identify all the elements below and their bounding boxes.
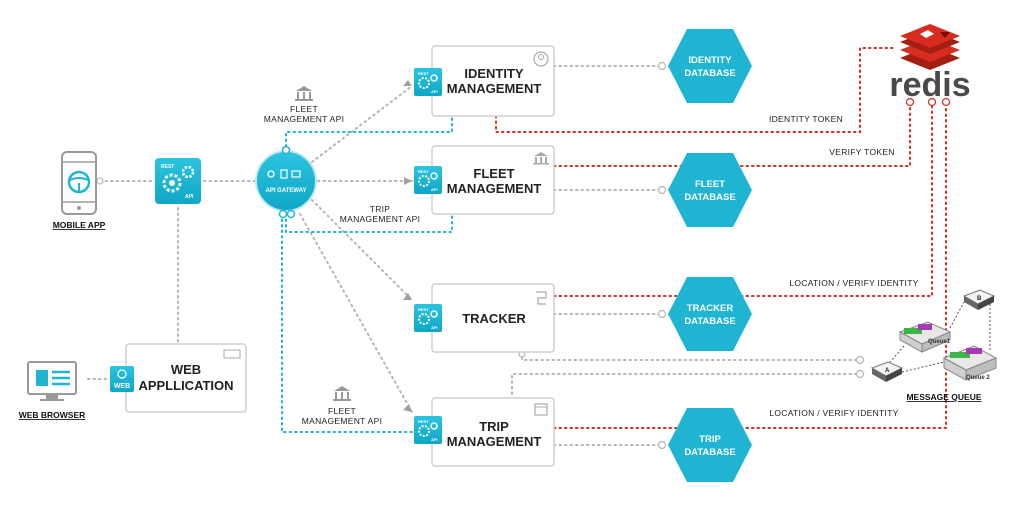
tracker-database-hex: TRACKER DATABASE bbox=[668, 277, 752, 351]
web-browser-label: WEB BROWSER bbox=[19, 410, 86, 420]
svg-text:REST: REST bbox=[418, 307, 429, 312]
trip-database-hex: TRIP DATABASE bbox=[668, 408, 752, 482]
route-icon bbox=[536, 291, 547, 305]
rest-api-badge-trip: REST API bbox=[414, 416, 442, 444]
svg-text:DATABASE: DATABASE bbox=[684, 192, 735, 203]
svg-text:API: API bbox=[431, 89, 438, 94]
svg-text:Queue1: Queue1 bbox=[928, 339, 951, 345]
bank-icon bbox=[295, 86, 313, 101]
rest-api-icon: REST API bbox=[155, 158, 201, 204]
web-application-title-2: APPLLICATION bbox=[138, 378, 233, 393]
svg-text:TRACKER: TRACKER bbox=[687, 303, 734, 314]
identity-title-2: MANAGEMENT bbox=[447, 81, 542, 96]
location-verify-label-1: LOCATION / VERIFY IDENTITY bbox=[789, 278, 918, 288]
fleet-api-label-top-2: MANAGEMENT API bbox=[264, 114, 345, 124]
svg-text:Queue 2: Queue 2 bbox=[966, 375, 990, 381]
web-browser-icon bbox=[27, 361, 77, 401]
mobile-app-label: MOBILE APP bbox=[53, 220, 106, 230]
gray-connectors bbox=[87, 65, 861, 446]
rest-api-badge-tracker: REST API bbox=[414, 304, 442, 332]
calendar-icon bbox=[534, 403, 548, 416]
api-gateway-icon: API GATEWAY bbox=[255, 150, 317, 212]
location-verify-label-2: LOCATION / VERIFY IDENTITY bbox=[769, 408, 898, 418]
trip-api-label-1: TRIP bbox=[370, 204, 391, 214]
fleet-api-label-top-1: FLEET bbox=[290, 104, 318, 114]
svg-text:A: A bbox=[885, 368, 890, 374]
verify-token-label: VERIFY TOKEN bbox=[829, 147, 894, 157]
fleet-database-hex: FLEET DATABASE bbox=[668, 153, 752, 227]
fleet-title-1: FLEET bbox=[473, 166, 514, 181]
api-gateway-ports bbox=[278, 145, 296, 219]
fleet-api-label-bottom-2: MANAGEMENT API bbox=[302, 416, 383, 426]
svg-text:DATABASE: DATABASE bbox=[684, 68, 735, 79]
fleet-api-label-bottom-1: FLEET bbox=[328, 406, 356, 416]
fleet-management-box: FLEET MANAGEMENT bbox=[431, 145, 555, 215]
svg-text:REST: REST bbox=[418, 419, 429, 424]
rest-api-badge-fleet: REST API bbox=[414, 166, 442, 194]
identity-token-label: IDENTITY TOKEN bbox=[769, 114, 843, 124]
arrowheads bbox=[403, 80, 412, 412]
message-queue-label: MESSAGE QUEUE bbox=[906, 392, 981, 402]
mobile-app-icon bbox=[61, 151, 97, 215]
connector-endpoints bbox=[96, 61, 865, 450]
redis-endpoints bbox=[905, 97, 951, 107]
user-icon bbox=[533, 51, 549, 67]
svg-text:REST: REST bbox=[418, 71, 429, 76]
trip-management-box: TRIP MANAGEMENT bbox=[431, 397, 555, 467]
trip-title-2: MANAGEMENT bbox=[447, 434, 542, 449]
blue-connectors bbox=[281, 115, 453, 433]
web-badge: WEB bbox=[114, 383, 130, 390]
rest-api-badge-identity: REST API bbox=[414, 68, 442, 96]
svg-text:DATABASE: DATABASE bbox=[684, 447, 735, 458]
web-application-title-1: WEB bbox=[171, 362, 201, 377]
api-gateway-label: API GATEWAY bbox=[265, 188, 306, 194]
identity-management-box: IDENTITY MANAGEMENT bbox=[431, 45, 555, 117]
web-application-box: WEB WEB APPLLICATION bbox=[110, 343, 247, 413]
bank-icon bbox=[333, 386, 351, 401]
svg-text:DATABASE: DATABASE bbox=[684, 316, 735, 327]
svg-text:API: API bbox=[431, 325, 438, 330]
svg-text:IDENTITY: IDENTITY bbox=[688, 55, 732, 66]
fleet-title-2: MANAGEMENT bbox=[447, 181, 542, 196]
svg-text:B: B bbox=[977, 296, 982, 302]
bank-icon bbox=[533, 152, 549, 165]
tracker-box: TRACKER bbox=[431, 283, 555, 353]
message-queue-icon: Queue1 Queue 2 A B bbox=[870, 289, 998, 382]
trip-title-1: TRIP bbox=[479, 419, 509, 434]
svg-text:FLEET: FLEET bbox=[695, 179, 725, 190]
identity-title-1: IDENTITY bbox=[464, 66, 524, 81]
svg-text:REST: REST bbox=[161, 164, 174, 170]
svg-text:TRIP: TRIP bbox=[699, 434, 721, 445]
trip-api-label-2: MANAGEMENT API bbox=[340, 214, 421, 224]
tracker-title: TRACKER bbox=[462, 311, 526, 326]
svg-text:API: API bbox=[431, 437, 438, 442]
redis-logo: redis bbox=[889, 24, 971, 104]
svg-text:API: API bbox=[431, 187, 438, 192]
svg-text:REST: REST bbox=[418, 169, 429, 174]
svg-text:API: API bbox=[185, 194, 194, 200]
svg-text:redis: redis bbox=[889, 66, 970, 104]
identity-database-hex: IDENTITY DATABASE bbox=[668, 29, 752, 103]
